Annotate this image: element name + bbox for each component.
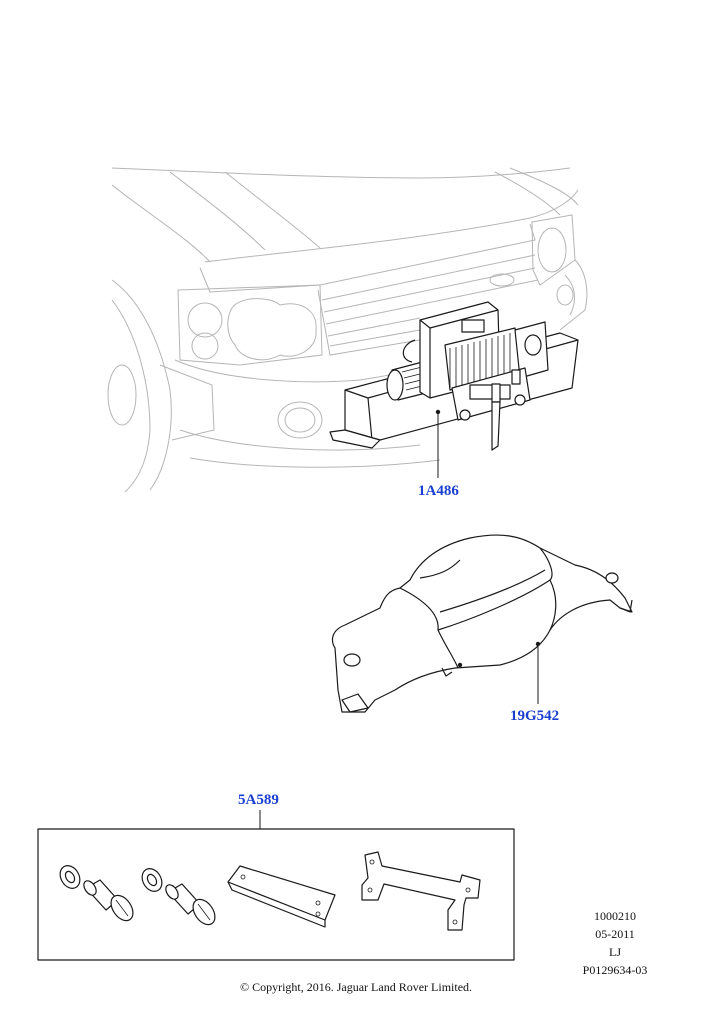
- kit-pin-1[interactable]: [81, 879, 137, 925]
- copyright-notice: © Copyright, 2016. Jaguar Land Rover Lim…: [239, 980, 473, 994]
- illustration-number: 1000210: [594, 909, 636, 923]
- illustration-author: LJ: [609, 945, 621, 959]
- kit-bracket[interactable]: [361, 851, 481, 931]
- kit-washer-1[interactable]: [56, 862, 84, 892]
- callout-1a486[interactable]: 1A486: [418, 483, 459, 499]
- kit-pin-2[interactable]: [163, 883, 219, 929]
- kit-washer-2[interactable]: [138, 865, 166, 895]
- kit-plate[interactable]: [227, 865, 336, 928]
- vehicle-front-outline: [107, 167, 588, 493]
- callout-19g542[interactable]: 19G542: [510, 708, 560, 724]
- callout-5a589[interactable]: 5A589: [238, 792, 279, 808]
- kit-box: [37, 828, 515, 961]
- illustration-reference: P0129634-03: [582, 963, 648, 977]
- winch-cover[interactable]: [331, 534, 633, 713]
- winch-assembly[interactable]: [329, 301, 579, 451]
- illustration-date: 05-2011: [595, 927, 635, 941]
